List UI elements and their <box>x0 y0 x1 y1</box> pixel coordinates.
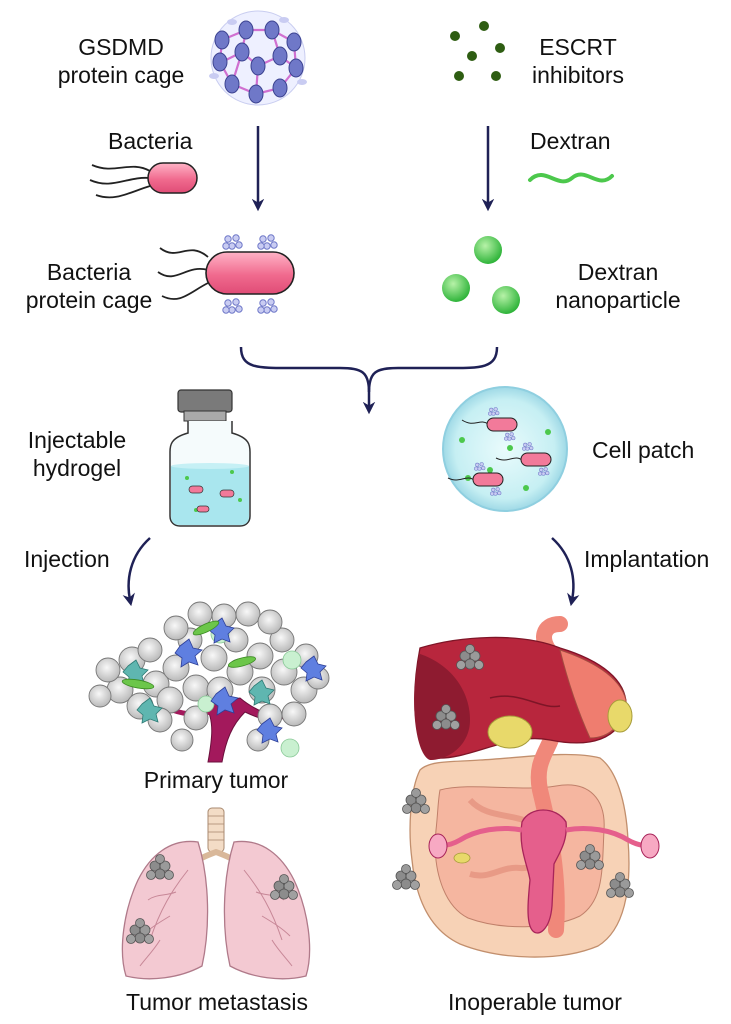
tumor-icon <box>88 601 330 763</box>
tumor-metastasis-label: Tumor metastasis <box>126 989 308 1015</box>
dextran-strand-icon <box>528 172 614 184</box>
lungs-icon <box>121 807 311 980</box>
dnp-label-line1: Dextran <box>577 259 659 285</box>
implantation-label: Implantation <box>584 546 710 572</box>
bacterium-icon <box>89 162 198 199</box>
merge-bracket <box>239 346 499 415</box>
cage-label: GSDMD protein cage <box>56 33 186 89</box>
cage-label-line2: protein cage <box>57 62 185 88</box>
abdominal-organs-icon <box>392 616 660 958</box>
hydrogel-label-line2: hydrogel <box>32 455 122 481</box>
cell-patch-label: Cell patch <box>592 437 695 463</box>
bacteria-protein-cage-label: Bacteria protein cage <box>18 258 160 314</box>
protein-cage-icon <box>209 10 307 106</box>
bacteria-protein-cage-icon <box>157 234 295 314</box>
bacteria-label: Bacteria <box>108 128 193 154</box>
dextran-nanoparticle-label: Dextran nanoparticle <box>548 258 688 314</box>
dextran-label: Dextran <box>530 128 611 154</box>
dnp-label-line2: nanoparticle <box>555 287 681 313</box>
bpc-label-line2: protein cage <box>25 287 153 313</box>
injection-arrow <box>122 537 151 607</box>
implantation-arrow <box>551 537 580 607</box>
escrt-label: ESCRT inhibitors <box>518 33 638 89</box>
escrt-label-line2: inhibitors <box>531 62 625 88</box>
hydrogel-label-line1: Injectable <box>27 427 127 453</box>
hydrogel-label: Injectable hydrogel <box>12 426 142 482</box>
primary-tumor-label: Primary tumor <box>143 767 289 793</box>
inoperable-tumor-label: Inoperable tumor <box>448 989 622 1015</box>
dextran-nanoparticle-icon <box>442 236 520 314</box>
escrt-label-line1: ESCRT <box>539 34 617 60</box>
bpc-label-line1: Bacteria <box>46 259 132 285</box>
patch-bacterium <box>461 407 518 441</box>
escrt-inhibitor-dots-icon <box>450 21 505 81</box>
vial-icon <box>169 389 251 527</box>
cell-patch-icon <box>442 386 568 512</box>
injection-label: Injection <box>24 546 110 572</box>
cage-label-line1: GSDMD <box>78 34 164 60</box>
